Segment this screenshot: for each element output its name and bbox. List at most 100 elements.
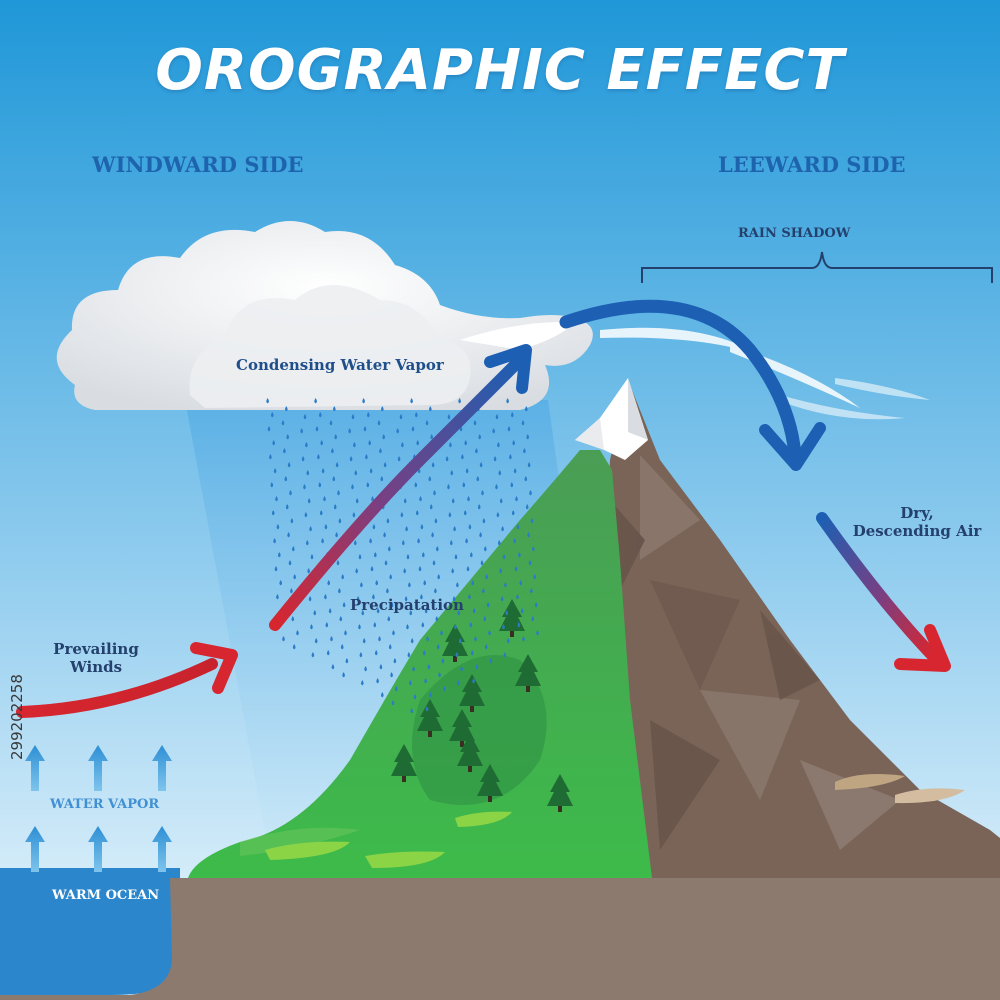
raindrop [429, 406, 432, 412]
dry-descending-air-label: Dry, Descending Air [842, 504, 992, 540]
raindrop [353, 540, 357, 546]
raindrop [455, 652, 459, 658]
raindrop [315, 426, 319, 432]
raindrop [362, 398, 365, 404]
raindrop [427, 664, 431, 670]
raindrop [351, 414, 355, 420]
raindrop [313, 610, 317, 616]
raindrop [438, 672, 441, 678]
raindrop [344, 630, 347, 636]
raindrop [400, 512, 404, 518]
raindrop [421, 622, 425, 628]
raindrop [375, 580, 379, 586]
raindrop [269, 454, 272, 460]
raindrop [499, 568, 502, 574]
raindrop [496, 512, 500, 518]
raindrop [348, 428, 351, 434]
raindrop [481, 490, 484, 496]
raindrop [429, 692, 432, 698]
raindrop [330, 636, 333, 642]
raindrop [517, 622, 521, 628]
warm-ocean-label: WARM OCEAN [52, 888, 160, 903]
raindrop [363, 426, 367, 432]
raindrop [529, 490, 532, 496]
raindrop [488, 630, 491, 636]
raindrop [341, 574, 344, 580]
raindrop [453, 526, 456, 532]
raindrop [290, 518, 294, 524]
raindrop [311, 652, 315, 658]
raindrop [454, 554, 458, 560]
raindrop [369, 538, 372, 544]
raindrop [324, 524, 328, 530]
raindrop [467, 496, 470, 502]
raindrop [463, 510, 467, 516]
raindrop [379, 448, 382, 454]
raindrop [485, 574, 488, 580]
raindrop [284, 476, 288, 482]
raindrop [484, 644, 488, 650]
raindrop [440, 630, 443, 636]
raindrop [351, 484, 354, 490]
raindrop [510, 482, 514, 488]
raindrop [292, 644, 296, 650]
vapor-arrow [88, 826, 108, 872]
raindrop [362, 638, 366, 644]
raindrop [478, 434, 481, 440]
raindrop [360, 680, 364, 686]
raindrop [308, 596, 312, 602]
tree-icon [457, 734, 483, 772]
raindrop [403, 568, 406, 574]
raindrop [390, 602, 394, 608]
raindrop [437, 574, 440, 580]
raindrop [296, 630, 299, 636]
raindrop [273, 538, 276, 544]
raindrop [309, 526, 312, 532]
raindrop [288, 560, 292, 566]
raindrop [321, 468, 325, 474]
raindrop [482, 588, 485, 594]
raindrop [371, 496, 374, 502]
raindrop [422, 650, 426, 656]
raindrop [392, 630, 395, 636]
raindrop [377, 420, 381, 426]
raindrop [331, 664, 335, 670]
raindrop [282, 636, 285, 642]
raindrop [447, 484, 450, 490]
raindrop [335, 462, 339, 468]
raindrop [289, 490, 292, 496]
raindrop [479, 462, 483, 468]
raindrop [266, 398, 269, 404]
raindrop [352, 512, 356, 518]
raindrop [502, 554, 506, 560]
windward-side-label: WINDWARD SIDE [92, 152, 304, 177]
raindrop [387, 616, 391, 622]
raindrop [415, 412, 418, 418]
rock-facets [610, 455, 900, 850]
raindrop [419, 496, 422, 502]
raindrop [519, 580, 523, 586]
raindrop [407, 652, 411, 658]
raindrop [372, 524, 376, 530]
vapor-arrow [152, 745, 172, 791]
raindrop [509, 454, 512, 460]
raindrop [483, 616, 487, 622]
raindrop [358, 554, 362, 560]
raindrop [367, 412, 370, 418]
raindrop [527, 462, 531, 468]
raindrop [525, 406, 528, 412]
raindrop [342, 602, 346, 608]
raindrop [495, 484, 498, 490]
raindrop [520, 608, 524, 614]
raindrop [482, 518, 486, 524]
raindrop [436, 644, 440, 650]
raindrop [521, 420, 525, 426]
raindrop [417, 538, 420, 544]
raindrop [524, 476, 528, 482]
raindrop [495, 414, 499, 420]
raindrop [405, 526, 408, 532]
raindrop [329, 420, 333, 426]
page-title: OROGRAPHIC EFFECT [155, 38, 845, 103]
